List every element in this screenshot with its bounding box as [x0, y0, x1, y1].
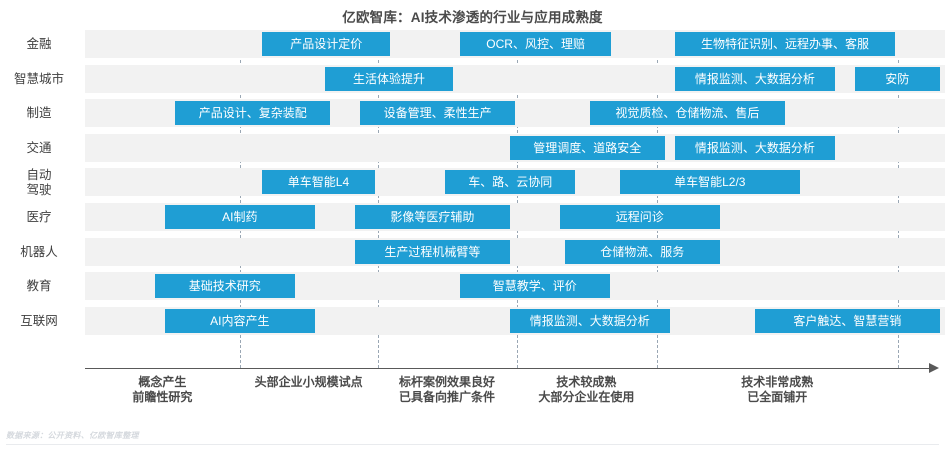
- bar-自动驾驶[interactable]: 车、路、云协同: [445, 170, 576, 195]
- bar-自动驾驶[interactable]: 单车智能L4: [262, 170, 375, 195]
- bar-医疗[interactable]: 影像等医疗辅助: [355, 205, 510, 229]
- row-label-金融: 金融: [26, 37, 52, 51]
- gridline-5: [897, 30, 899, 368]
- bar-制造[interactable]: 设备管理、柔性生产: [360, 101, 515, 126]
- gridline-2: [378, 30, 380, 368]
- bar-医疗[interactable]: 远程问诊: [559, 205, 720, 229]
- row-label-医疗: 医疗: [26, 210, 52, 224]
- page-title: 亿欧智库：AI技术渗透的行业与应用成熟度: [342, 10, 603, 25]
- bar-交通[interactable]: 管理调度、道路安全: [509, 135, 665, 160]
- plot-area: 金融 产品设计定价 OCR、风控、理赔 生物特征识别、远程办事、客服智慧城市 生活体验提…: [14, 30, 945, 368]
- stage-label-5: 技术非常成熟已全面铺开: [741, 375, 814, 404]
- source-footnote: 数据来源：公开资料、亿欧智库整理: [6, 431, 139, 440]
- bar-互联网[interactable]: 情报监测、大数据分析: [509, 308, 670, 333]
- bar-互联网[interactable]: 客户触达、智慧营销: [754, 308, 940, 333]
- stage-label-3: 标杆案例效果良好已具备向推广条件: [399, 375, 496, 404]
- row-band: [85, 237, 945, 266]
- gridline-3: [516, 30, 518, 368]
- bar-金融[interactable]: OCR、风控、理赔: [459, 32, 612, 56]
- bar-智慧城市[interactable]: 生活体验提升: [324, 66, 454, 91]
- bar-金融[interactable]: 产品设计定价: [262, 32, 391, 56]
- row-label-机器人: 机器人: [20, 244, 58, 259]
- stage-label-4: 技术较成熟大部分企业在使用: [538, 375, 635, 404]
- stage-label-1: 概念产生前瞻性研究: [132, 375, 193, 404]
- bar-机器人[interactable]: 仓储物流、服务: [564, 239, 720, 264]
- bar-机器人[interactable]: 生产过程机械臂等: [355, 239, 510, 264]
- footer-divider: [6, 444, 939, 445]
- bar-交通[interactable]: 情报监测、大数据分析: [674, 135, 835, 160]
- bar-制造[interactable]: 视觉质检、仓储物流、售后: [589, 101, 786, 126]
- row-label-互联网: 互联网: [20, 313, 58, 328]
- x-axis-arrow-icon: [929, 362, 939, 373]
- gridline-4: [656, 30, 658, 368]
- row-label-制造: 制造: [26, 106, 52, 121]
- stage-label-2: 头部企业小规模试点: [254, 375, 363, 389]
- bar-自动驾驶[interactable]: 单车智能L2/3: [619, 170, 800, 195]
- bar-互联网[interactable]: AI内容产生: [164, 308, 315, 333]
- bar-智慧城市[interactable]: 安防: [854, 66, 940, 91]
- bar-金融[interactable]: 生物特征识别、远程办事、客服: [674, 32, 896, 56]
- row-label-教育: 教育: [26, 279, 52, 294]
- bar-智慧城市[interactable]: 情报监测、大数据分析: [674, 66, 835, 91]
- bar-教育[interactable]: 智慧教学、评价: [459, 274, 610, 299]
- x-axis-line: [85, 368, 930, 369]
- bar-制造[interactable]: 产品设计、复杂装配: [175, 101, 331, 126]
- bar-医疗[interactable]: AI制药: [164, 205, 315, 229]
- row-label-自动驾驶: 自动驾驶: [26, 168, 52, 198]
- row-label-智慧城市: 智慧城市: [13, 71, 64, 86]
- bar-教育[interactable]: 基础技术研究: [154, 274, 295, 299]
- gridline-1: [239, 30, 241, 368]
- row-label-交通: 交通: [26, 140, 52, 155]
